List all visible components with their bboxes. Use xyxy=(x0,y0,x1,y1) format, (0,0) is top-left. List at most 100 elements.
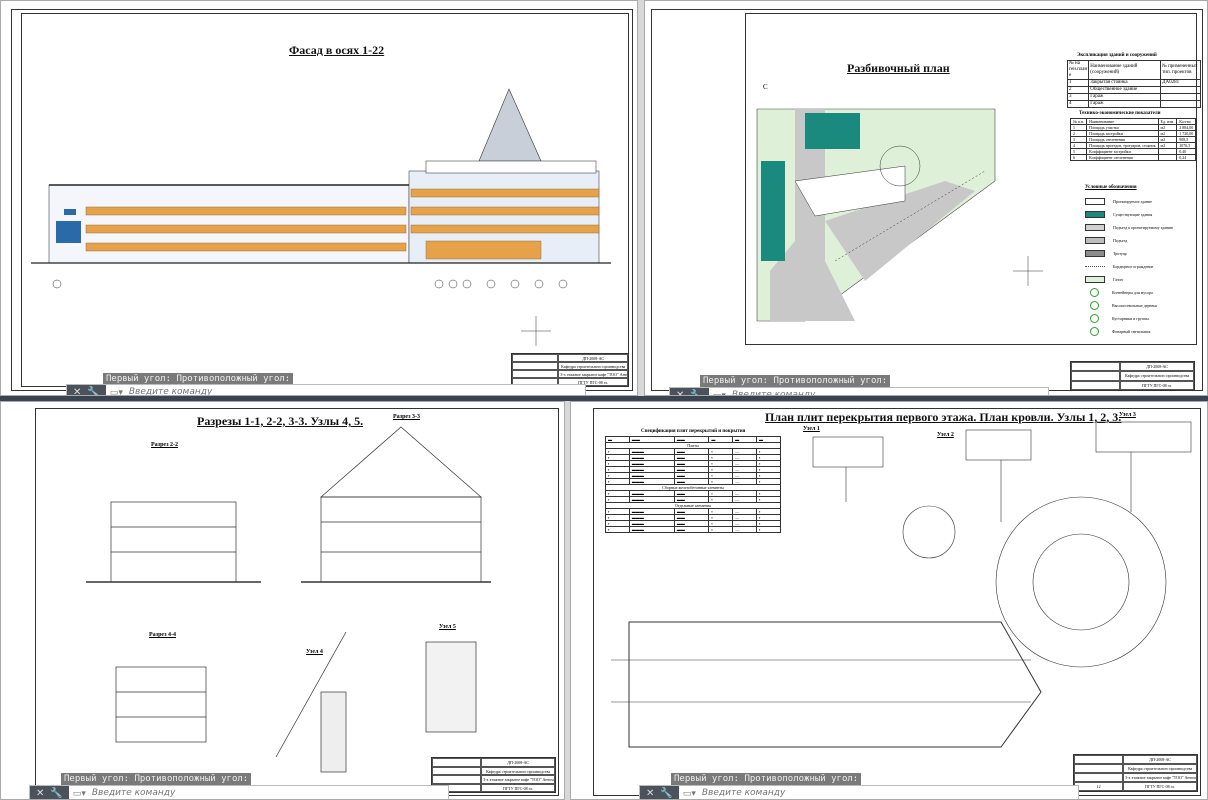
legend-label: Высокоствольные деревья xyxy=(1112,303,1157,308)
spec-table: ▬▬▬▬▬▬▬▬ Плиты ▪▬▬▬▬▬▪—▪ ▪▬▬▬▬▬▪—▪ ▪▬▬▬▬… xyxy=(605,436,781,533)
command-line[interactable]: ✕ 🔧 ▭▾ xyxy=(639,785,1079,799)
explication-caption: Экспликация зданий и сооружений xyxy=(1077,53,1157,58)
command-line[interactable]: ✕ 🔧 ▭▾ xyxy=(66,384,586,396)
legend-item: Высокоствольные деревья xyxy=(1085,299,1173,312)
tb-code: ДП-2008-АС xyxy=(1120,362,1194,372)
legend-label: Подъезд xyxy=(1113,238,1128,243)
label-section-4-4: Разрез 4-4 xyxy=(149,632,176,638)
legend-swatch xyxy=(1085,224,1105,231)
wrench-icon[interactable]: 🔧 xyxy=(660,787,673,799)
sheet-title: Разбивочный план xyxy=(847,61,950,75)
title-block: ДП-2008-АС Кафедра строительного произво… xyxy=(511,353,629,387)
command-prompt: Первый угол: Противоположный угол: xyxy=(103,373,294,385)
wrench-icon[interactable]: 🔧 xyxy=(87,386,100,396)
spec-caption: Спецификация плит перекрытий и покрытия xyxy=(641,429,746,434)
command-prompt: Первый угол: Противоположный угол: xyxy=(61,773,252,785)
command-line[interactable]: ✕ 🔧 ▭▾ xyxy=(669,387,1049,396)
command-history-icon[interactable]: ▭▾ xyxy=(72,787,86,798)
viewport-slab-plan[interactable]: План плит перекрытия первого этажа. План… xyxy=(570,401,1208,800)
legend-swatch xyxy=(1085,266,1105,267)
label-node-4: Узел 4 xyxy=(306,649,323,655)
legend-item: Бордюрное ограждение xyxy=(1085,260,1173,273)
sheet-title: План плит перекрытия первого этажа. План… xyxy=(765,410,1122,424)
command-prompt: Первый угол: Противоположный угол: xyxy=(700,375,891,387)
legend-swatch xyxy=(1085,237,1105,244)
slab-plan-drawing xyxy=(611,421,1192,748)
command-input[interactable] xyxy=(695,788,1078,798)
command-history-icon[interactable]: ▭▾ xyxy=(109,386,123,396)
tep-caption: Технико-экономические показатели xyxy=(1079,111,1161,116)
legend-label: Проектируемое здание xyxy=(1113,199,1152,204)
title-block: ДП-2008-АС Кафедра строительного произво… xyxy=(431,757,556,793)
legend-label: Контейнеры для мусора xyxy=(1112,290,1153,295)
tb-org: ПГТУ ПГС-08 гл. xyxy=(481,783,555,792)
command-line[interactable]: ✕ 🔧 ▭▾ xyxy=(29,785,449,799)
tb-project: 3-х этажное закрытое кафе "ТОО" Антохори… xyxy=(1123,773,1197,782)
legend-label: Газон xyxy=(1113,277,1123,282)
tb-sheets: 12 xyxy=(1074,782,1124,791)
legend-label: Бордюрное ограждение xyxy=(1113,264,1154,269)
label-node-3: Узел 3 xyxy=(1119,412,1136,418)
legend-label: Тротуар xyxy=(1113,251,1127,256)
tb-dept: Кафедра строительного производства xyxy=(1120,371,1194,381)
legend-label: Фонарный светильник xyxy=(1112,329,1151,334)
legend-item: Тротуар xyxy=(1085,247,1173,260)
command-prompt: Первый угол: Противоположный угол: xyxy=(671,773,862,785)
legend-item: Существующие здания xyxy=(1085,208,1173,221)
legend-item: Газон xyxy=(1085,273,1173,286)
tb-code: ДП-2008-АС xyxy=(481,758,555,767)
sections-drawing xyxy=(86,426,491,773)
label-section-3-3: Разрез 3-3 xyxy=(393,414,420,420)
title-block: ДП-2008-АС Кафедра строительного произво… xyxy=(1070,361,1195,391)
tb-org: ПГТУ ПГС-08 гл. xyxy=(1123,782,1197,791)
legend-item: Контейнеры для мусора xyxy=(1085,286,1173,299)
close-icon[interactable]: ✕ xyxy=(36,787,45,799)
tb-dept: Кафедра строительного производства xyxy=(481,766,555,775)
tb-org: ПГТУ ПГС-08 гл. xyxy=(558,378,628,386)
legend-label: Кустарники и группы xyxy=(1112,316,1149,321)
command-input[interactable] xyxy=(85,788,448,798)
wrench-icon[interactable]: 🔧 xyxy=(50,787,63,799)
legend-item: Кустарники и группы xyxy=(1085,312,1173,325)
sheet-title: Разрезы 1-1, 2-2, 3-3. Узлы 4, 5. xyxy=(197,414,364,428)
tb-code: ДП-2008-АС xyxy=(558,354,628,362)
close-icon[interactable]: ✕ xyxy=(73,386,82,396)
label-section-2-2: Разрез 2-2 xyxy=(151,442,178,448)
viewport-sections[interactable]: Разрезы 1-1, 2-2, 3-3. Узлы 4, 5. Разрез… xyxy=(0,401,565,800)
tb-code: ДП-2008-АС xyxy=(1123,755,1197,764)
legend-swatch xyxy=(1090,301,1099,310)
label-node-1: Узел 1 xyxy=(803,426,820,432)
north-label: С xyxy=(763,83,768,91)
tb-dept: Кафедра строительного производства xyxy=(558,362,628,370)
tb-org: ПГТУ ПГС-08 гл. xyxy=(1120,380,1194,390)
command-history-icon[interactable]: ▭▾ xyxy=(682,787,696,798)
legend-swatch xyxy=(1085,276,1105,283)
viewport-facade[interactable]: Фасад в осях 1-22 ДП-2008-АС Кафедра стр… xyxy=(0,0,638,396)
wrench-icon[interactable]: 🔧 xyxy=(690,389,703,396)
close-icon[interactable]: ✕ xyxy=(676,389,685,396)
command-history-icon[interactable]: ▭▾ xyxy=(712,389,726,396)
command-input[interactable] xyxy=(122,387,585,395)
legend-item: Фонарный светильник xyxy=(1085,325,1173,338)
viewport-site-plan[interactable]: Разбивочный план С Экспликация зданий и … xyxy=(644,0,1208,396)
legend-item: Подъезд к проектируемому зданию xyxy=(1085,221,1173,234)
legend-swatch xyxy=(1085,250,1105,257)
title-block: ДП-2008-АС Кафедра строительного произво… xyxy=(1073,754,1198,792)
close-icon[interactable]: ✕ xyxy=(646,787,655,799)
command-input[interactable] xyxy=(725,390,1048,395)
legend-swatch xyxy=(1085,198,1105,205)
viewport-separator[interactable] xyxy=(0,396,1208,401)
legend-swatch xyxy=(1090,327,1099,336)
legend-label: Существующие здания xyxy=(1113,212,1153,217)
site-plan-drawing xyxy=(756,108,1043,322)
label-node-5: Узел 5 xyxy=(439,624,456,630)
legend-label: Подъезд к проектируемому зданию xyxy=(1113,225,1174,230)
facade-drawing xyxy=(31,88,611,346)
legend-caption: Условные обозначения xyxy=(1085,185,1137,190)
tb-project: 3-х этажное закрытое кафе "ТОО" Антохори… xyxy=(481,775,555,784)
